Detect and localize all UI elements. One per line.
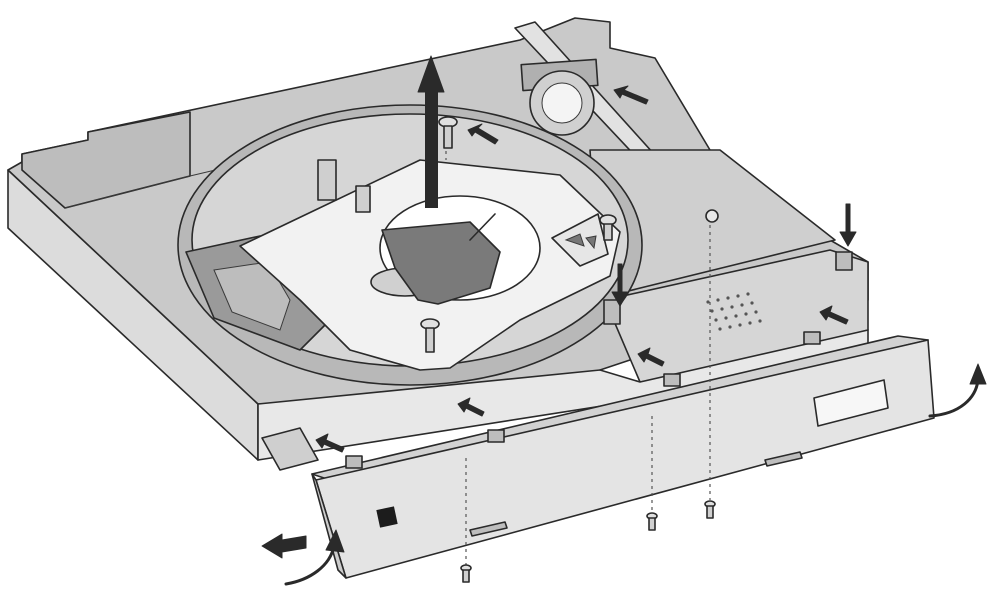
screw-icon: [704, 500, 716, 519]
small-pointer-arrow-icon: [457, 397, 485, 417]
mechanism-plate: [239, 159, 621, 371]
disc-clamp: [381, 221, 501, 305]
screw-icon: [646, 512, 658, 531]
bezel-left-end: [311, 473, 347, 579]
small-pointer-arrow-icon: [839, 203, 857, 247]
small-pointer-arrow-icon: [467, 123, 499, 145]
screw-icon: [438, 116, 458, 149]
chassis-front-face: [257, 329, 869, 461]
grille-holes: [706, 292, 762, 331]
bezel-slot-left: [469, 521, 508, 537]
curved-rotate-arrow-icon: [928, 363, 987, 418]
latches: [261, 251, 853, 471]
screw-icon: [420, 318, 440, 353]
small-pointer-arrow-icon: [315, 433, 345, 453]
screw-icon: [705, 209, 719, 223]
large-up-arrow-icon: [417, 55, 445, 208]
screw-icon: [599, 214, 617, 241]
screws: [420, 116, 719, 583]
small-pointer-arrow-icon: [637, 347, 665, 367]
front-bezel: [257, 329, 935, 579]
display-window: [813, 379, 889, 427]
left-pull-arrow-icon: [261, 533, 307, 559]
small-pointer-arrow-icon: [819, 305, 849, 325]
small-pointer-arrow-icon: [611, 263, 629, 307]
small-pointer-arrow-icon: [613, 85, 649, 105]
chassis-rear-step: [21, 111, 191, 209]
bezel-slot-right: [764, 451, 803, 467]
latch-left: [261, 427, 319, 471]
screw-icon: [460, 564, 472, 583]
power-button-square: [376, 506, 398, 528]
curved-rotate-arrow-icon: [284, 529, 345, 586]
